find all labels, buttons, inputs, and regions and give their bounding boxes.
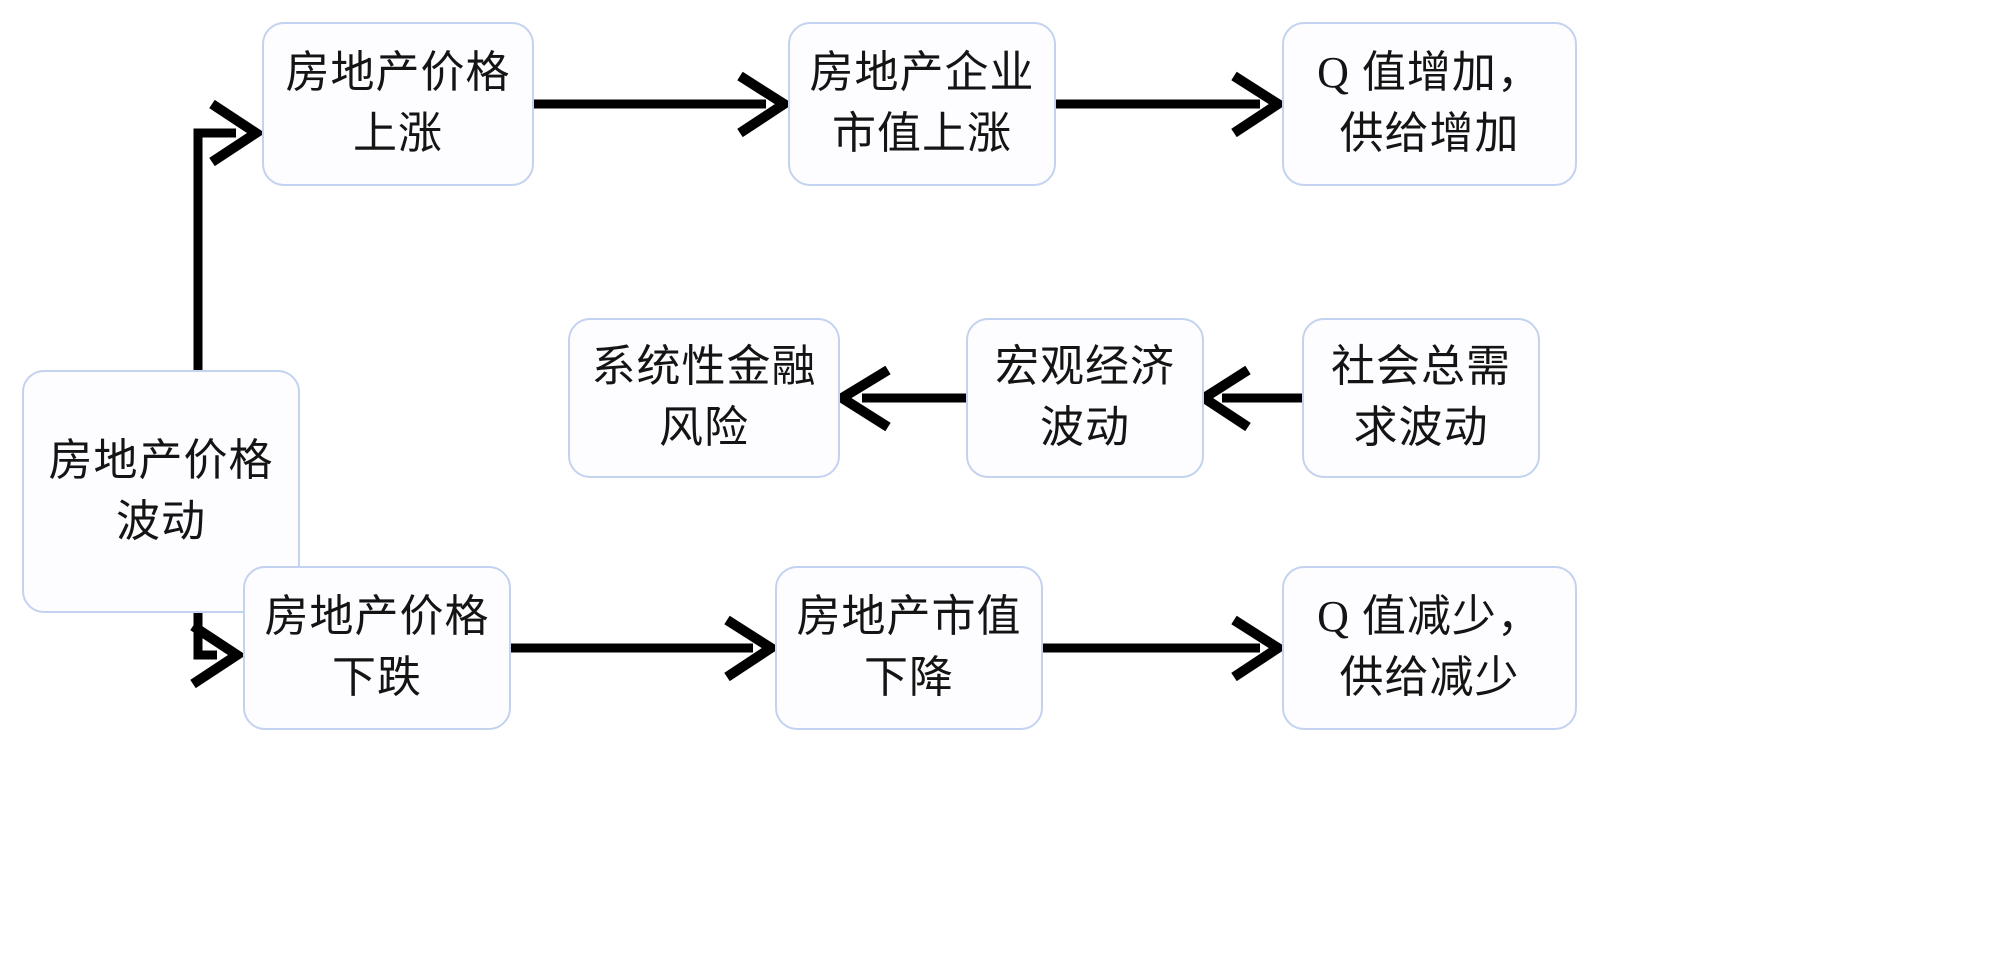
node-market-value-fall[interactable]: 房地产市值 下降 [775, 566, 1043, 730]
edge-fluctuation-to-rise [193, 99, 266, 370]
node-aggregate-demand-fluctuation[interactable]: 社会总需 求波动 [1302, 318, 1540, 478]
node-firm-value-rise[interactable]: 房地产企业 市值上涨 [788, 22, 1056, 186]
node-macro-economy-fluctuation[interactable]: 宏观经济 波动 [966, 318, 1204, 478]
edge-fluctuation-to-fall [190, 613, 247, 689]
edge-fall-to-market-value [511, 615, 781, 682]
edge-macro-to-systemic-risk [832, 365, 966, 432]
node-q-decrease[interactable]: Q 值减少， 供给减少 [1282, 566, 1577, 730]
edge-demand-to-macro [1194, 365, 1302, 432]
edge-market-value-to-q-decrease [1043, 615, 1288, 682]
edge-rise-to-firm-value [534, 71, 794, 138]
node-systemic-financial-risk[interactable]: 系统性金融 风险 [568, 318, 840, 478]
node-price-rise[interactable]: 房地产价格 上涨 [262, 22, 534, 186]
node-price-fall[interactable]: 房地产价格 下跌 [243, 566, 511, 730]
node-q-increase[interactable]: Q 值增加， 供给增加 [1282, 22, 1577, 186]
edge-firm-value-to-q-increase [1056, 71, 1288, 138]
